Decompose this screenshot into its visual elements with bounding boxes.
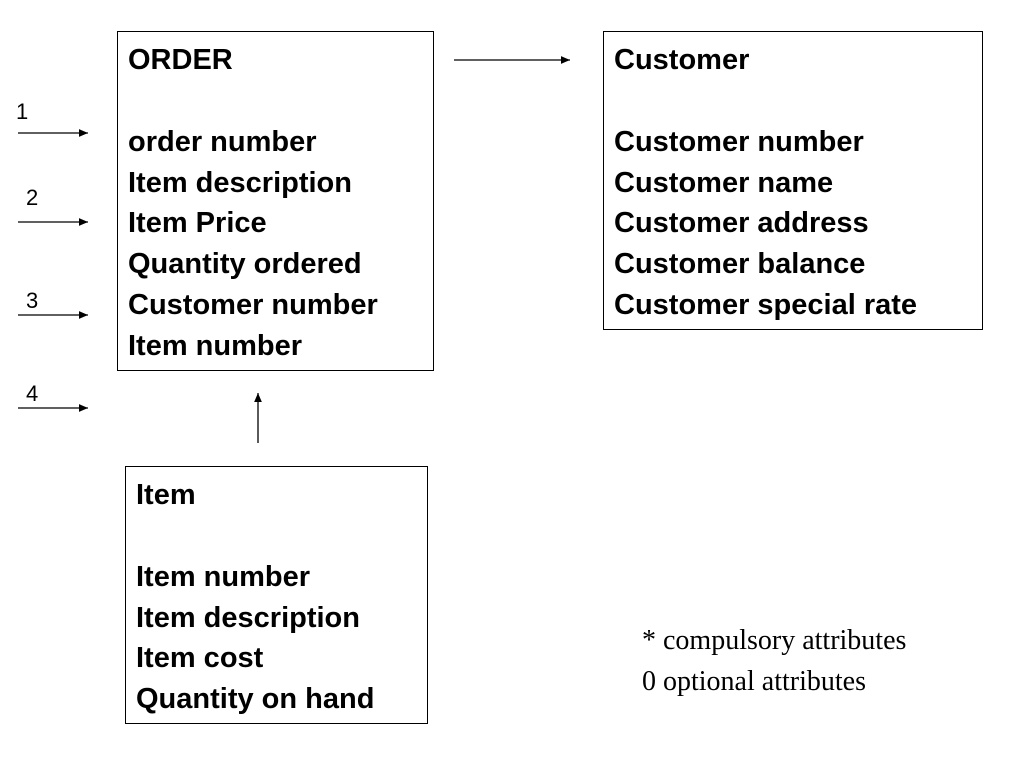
customer-entity-box: Customer Customer number Customer name C…	[603, 31, 983, 330]
order-attribute: Quantity ordered	[128, 248, 362, 280]
arrow-label-3: 3	[26, 288, 39, 313]
order-entity-title: ORDER	[128, 44, 233, 76]
legend-compulsory: * compulsory attributes	[642, 625, 907, 656]
customer-attribute: Customer address	[614, 207, 869, 239]
customer-attribute: Customer name	[614, 167, 834, 199]
item-entity-box: Item Item number Item description Item c…	[125, 466, 428, 724]
item-attribute: Item description	[136, 602, 360, 634]
customer-attribute: Customer balance	[614, 248, 866, 280]
legend-optional: 0 optional attributes	[642, 666, 866, 697]
customer-entity-title: Customer	[614, 44, 750, 76]
customer-attribute: Customer special rate	[614, 289, 918, 321]
customer-attribute: Customer number	[614, 126, 864, 158]
item-attribute: Quantity on hand	[136, 683, 375, 715]
order-attribute: Customer number	[128, 289, 378, 321]
order-attribute: Item number	[128, 330, 303, 362]
order-attribute: order number	[128, 126, 317, 158]
arrow-label-1: 1	[16, 99, 29, 124]
item-entity-title: Item	[136, 479, 196, 511]
item-attribute: Item number	[136, 561, 311, 593]
arrow-label-2: 2	[26, 185, 39, 210]
order-entity-box: ORDER order number Item description Item…	[117, 31, 434, 371]
item-attribute: Item cost	[136, 642, 264, 674]
order-attribute: Item description	[128, 167, 352, 199]
arrow-label-4: 4	[26, 381, 39, 406]
order-attribute: Item Price	[128, 207, 267, 239]
